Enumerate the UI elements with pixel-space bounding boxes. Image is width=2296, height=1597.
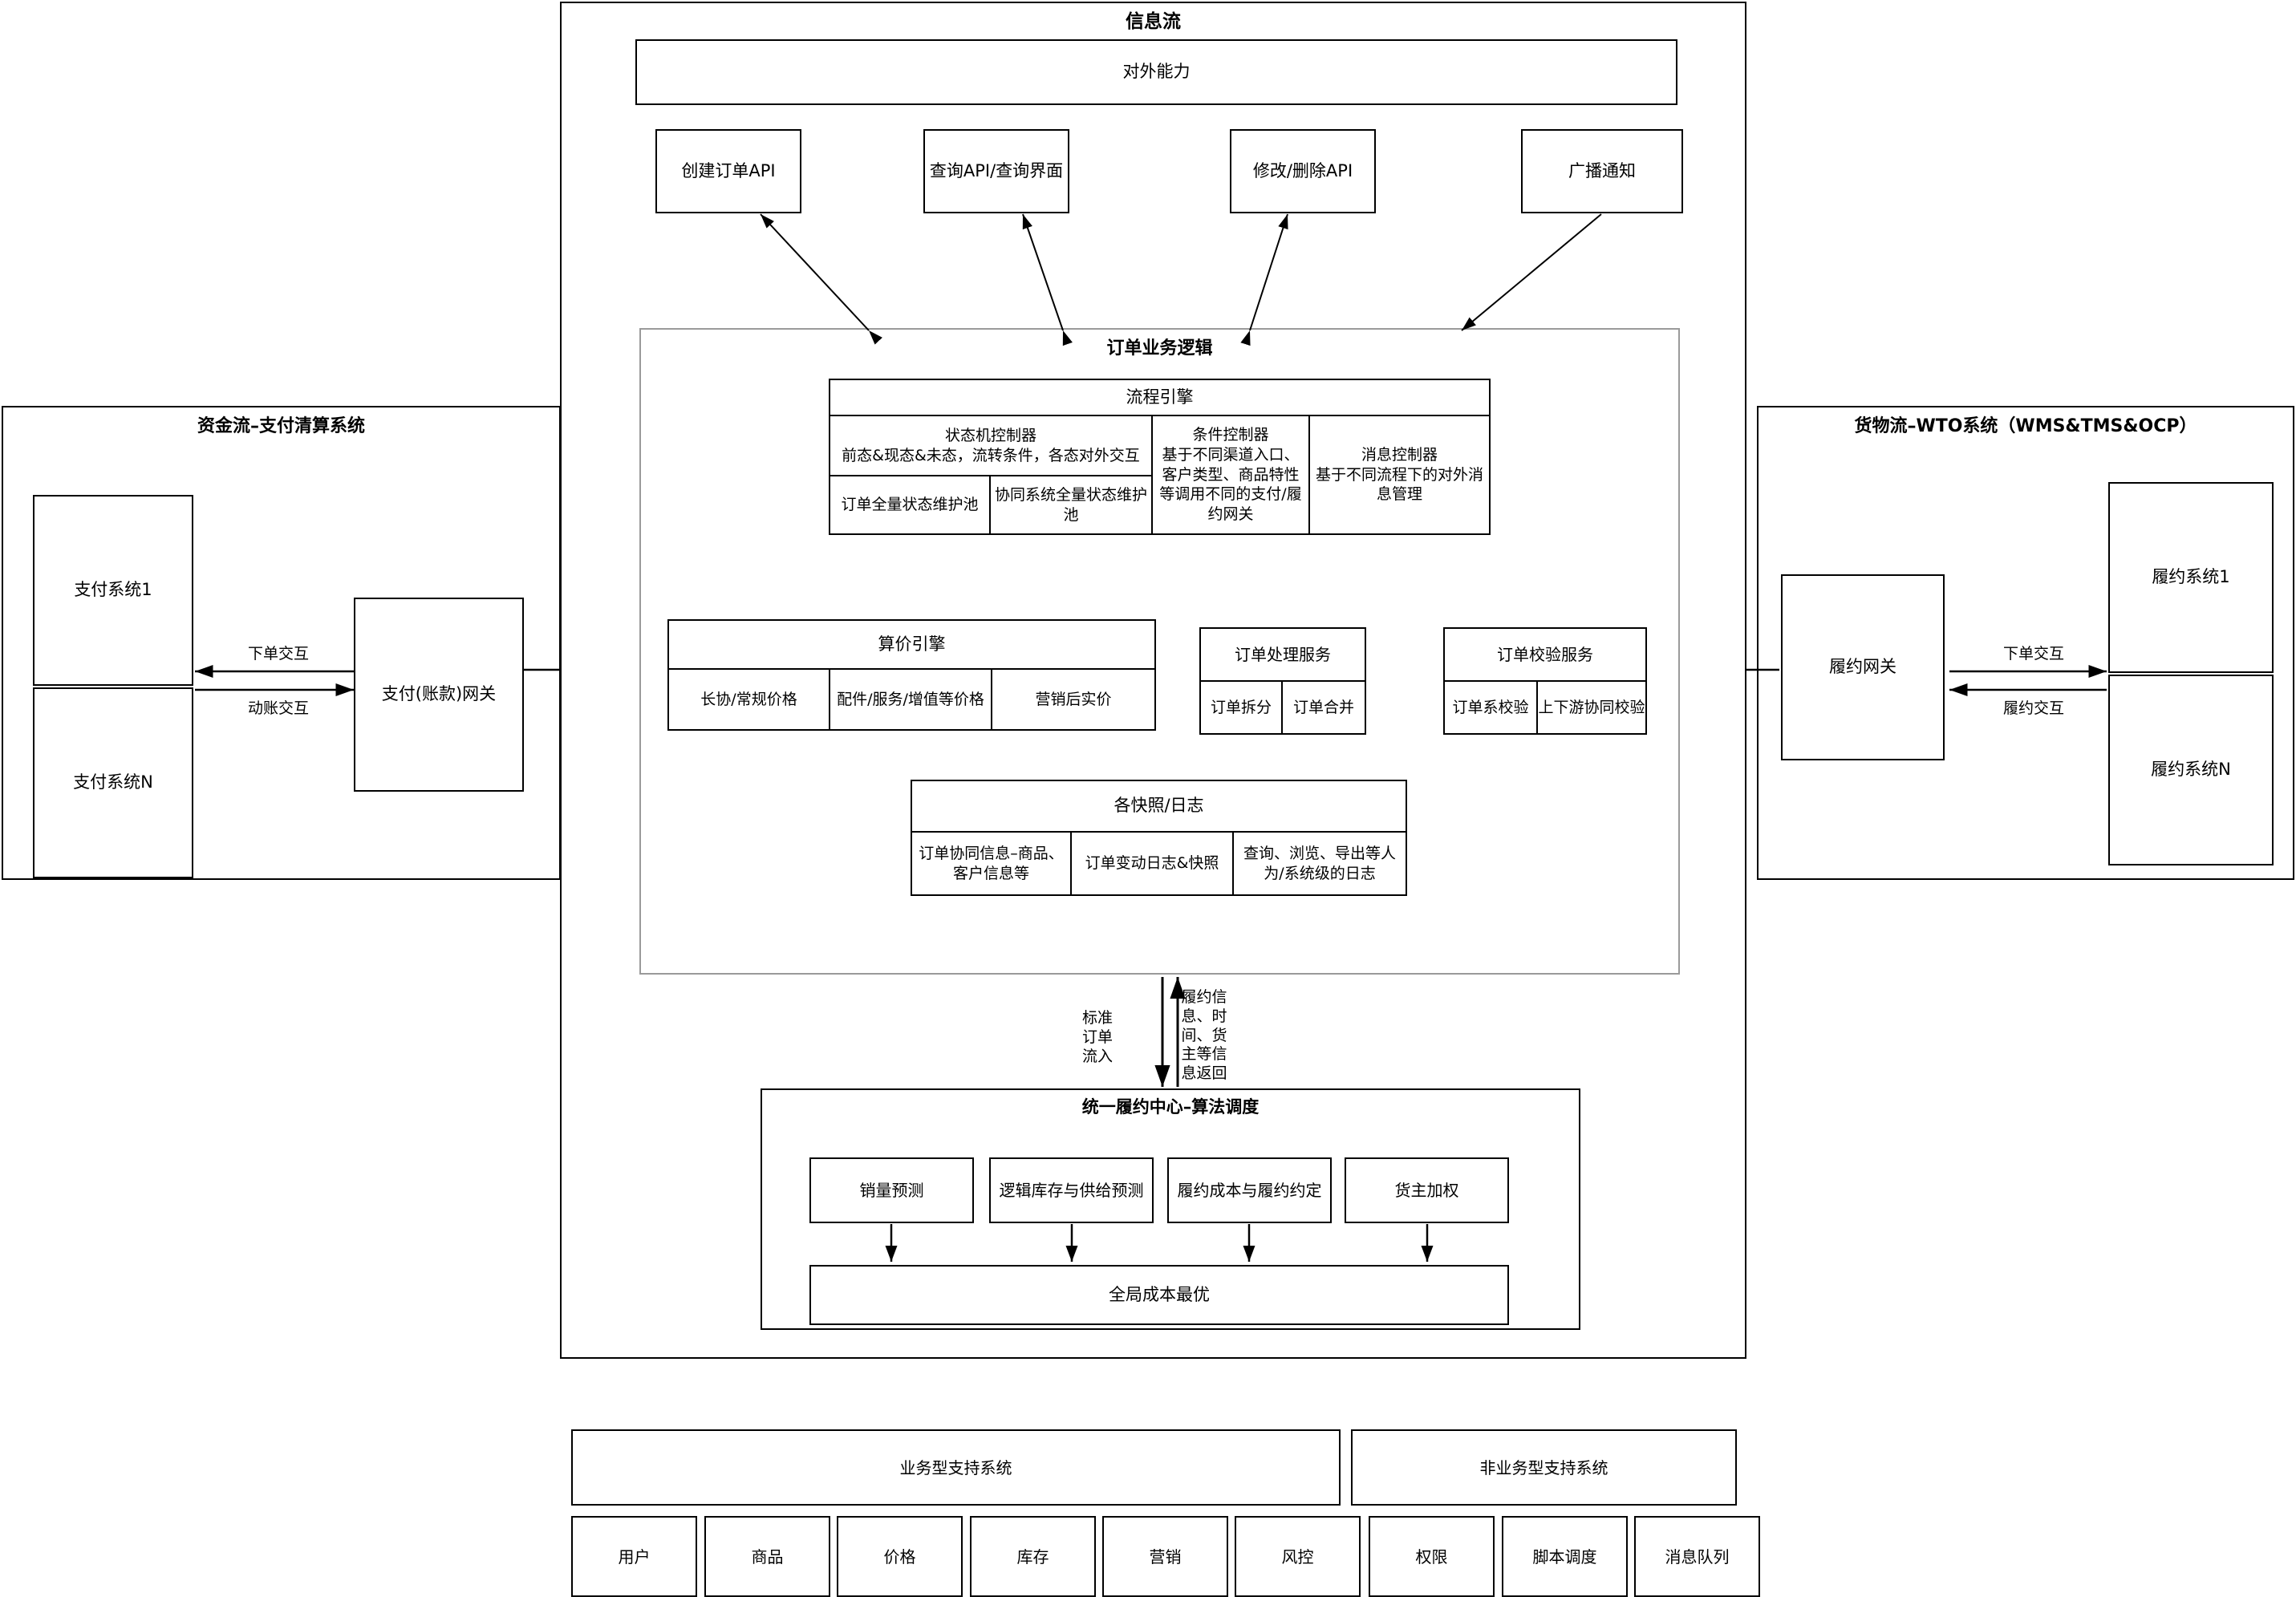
nonbusiness-support-title: 非业务型支持系统 [1479,1457,1608,1477]
fulfillment-output-label: 全局成本最优 [1109,1284,1210,1304]
message-controller-desc: 基于不同流程下的对外消息管理 [1315,465,1483,504]
money-edge-label-account: 动账交互 [247,699,309,718]
nonbusiness-support-container [1351,1429,1737,1506]
fulfillment-gateway-box [1781,574,1945,760]
state-pool-order: 订单全量状态维护池 [829,475,991,535]
money-flow-title: 资金流–支付清算系统 [197,415,365,436]
order-process-cell-merge: 订单合并 [1281,680,1366,735]
support-item-marketing [1102,1516,1228,1597]
pricing-cell-final: 营销后实价 [991,668,1156,731]
api-box-modify-delete[interactable] [1230,129,1376,213]
flow-label-up: 履约信息、时间、货主等信息返回 [1181,988,1227,1082]
order-process-cell-split: 订单拆分 [1199,680,1283,735]
state-machine-controller: 状态机控制器 前态&现态&未态，流转条件，各态对外交互 [829,415,1153,476]
state-machine-title: 状态机控制器 [944,426,1036,444]
payment-system-n [33,687,193,878]
message-controller: 消息控制器 基于不同流程下的对外消息管理 [1308,415,1491,535]
fulfillment-input-label-2: 履约成本与履约约定 [1177,1181,1322,1200]
payment-system-1-label: 支付系统1 [74,580,152,600]
fulfillment-gateway-label: 履约网关 [1829,657,1896,677]
fulfillment-input-inventory-forecast [989,1157,1154,1223]
external-capability-label: 对外能力 [1122,62,1191,82]
support-item-message-queue [1634,1516,1760,1597]
external-capability-box [635,39,1677,105]
fulfillment-system-n [2108,675,2274,865]
fulfillment-input-label-3: 货主加权 [1394,1181,1459,1200]
process-engine-header: 流程引擎 [829,379,1491,416]
order-validate-cell-order: 订单系校验 [1443,680,1538,735]
fulfillment-input-owner-weight [1345,1157,1509,1223]
api-box-query[interactable] [923,129,1069,213]
pricing-cell-addon: 配件/服务/增值等价格 [829,668,992,731]
goods-flow-title: 货物流–WTO系统（WMS&TMS&OCP） [1854,415,2197,436]
support-item-label-inventory: 库存 [1016,1546,1049,1567]
fulfillment-input-label-0: 销量预测 [859,1181,924,1200]
api-label-modify-delete: 修改/删除API [1252,160,1353,180]
state-machine-desc: 前态&现态&未态，流转条件，各态对外交互 [842,446,1140,464]
support-item-label-message-queue: 消息队列 [1665,1546,1730,1567]
fulfillment-system-n-label: 履约系统N [2151,760,2231,780]
support-item-inventory [970,1516,1096,1597]
condition-controller: 条件控制器 基于不同渠道入口、客户类型、商品特性等调用不同的支付/履约网关 [1151,415,1310,535]
payment-system-n-label: 支付系统N [73,772,153,792]
message-controller-title: 消息控制器 [1361,445,1438,464]
support-item-label-product: 商品 [751,1546,784,1567]
condition-controller-title: 条件控制器 [1192,426,1269,444]
goods-edge-label-fulfill: 履约交互 [2002,699,2064,718]
api-label-query: 查询API/查询界面 [929,160,1064,180]
order-validate-service-header: 订单校验服务 [1443,627,1647,682]
condition-controller-desc: 基于不同渠道入口、客户类型、商品特性等调用不同的支付/履约网关 [1159,445,1302,524]
fulfillment-system-1-label: 履约系统1 [2152,567,2230,587]
business-support-container [571,1429,1341,1506]
support-item-label-user: 用户 [618,1546,651,1567]
support-item-product [704,1516,830,1597]
pricing-engine-header: 算价引擎 [667,619,1156,670]
support-item-label-script-schedule: 脚本调度 [1532,1546,1597,1567]
support-item-label-riskcontrol: 风控 [1281,1546,1314,1567]
fulfillment-system-1 [2108,482,2274,673]
order-validate-cell-chain: 上下游协同校验 [1536,680,1647,735]
fulfillment-input-label-1: 逻辑库存与供给预测 [999,1181,1144,1200]
support-item-price [837,1516,963,1597]
fulfillment-input-sales-forecast [809,1157,974,1223]
goods-edge-label-order: 下单交互 [2002,645,2064,663]
flow-label-down: 标准订单流入 [1081,1009,1113,1065]
order-process-service-header: 订单处理服务 [1199,627,1366,682]
support-item-label-price: 价格 [883,1546,916,1567]
support-item-user [571,1516,697,1597]
snapshot-cell-audit: 查询、浏览、导出等人为/系统级的日志 [1232,831,1407,896]
pricing-cell-contract: 长协/常规价格 [667,668,830,731]
payment-gateway-label: 支付(账款)网关 [381,684,497,704]
api-box-broadcast[interactable] [1521,129,1683,213]
api-box-create-order[interactable] [655,129,801,213]
support-item-script-schedule [1502,1516,1628,1597]
api-label-create-order: 创建订单API [681,160,776,180]
api-label-broadcast: 广播通知 [1568,160,1636,180]
support-item-label-permission: 权限 [1415,1546,1448,1567]
support-item-riskcontrol [1235,1516,1361,1597]
state-pool-collab: 协同系统全量状态维护池 [989,475,1153,535]
support-item-permission [1369,1516,1495,1597]
info-flow-title: 信息流 [1126,11,1181,33]
order-business-logic-title: 订单业务逻辑 [1106,338,1213,359]
snapshot-cell-collab: 订单协同信息–商品、客户信息等 [911,831,1072,896]
payment-system-1 [33,495,193,686]
fulfillment-input-cost-agreement [1167,1157,1332,1223]
business-support-title: 业务型支持系统 [899,1457,1012,1477]
fulfillment-center-title: 统一履约中心–算法调度 [1081,1097,1260,1117]
snapshot-log-header: 各快照/日志 [911,780,1407,833]
fulfillment-output-box [809,1265,1509,1325]
payment-gateway-box [354,598,524,792]
support-item-label-marketing: 营销 [1149,1546,1182,1567]
money-edge-label-order: 下单交互 [247,645,309,663]
snapshot-cell-changelog: 订单变动日志&快照 [1070,831,1234,896]
